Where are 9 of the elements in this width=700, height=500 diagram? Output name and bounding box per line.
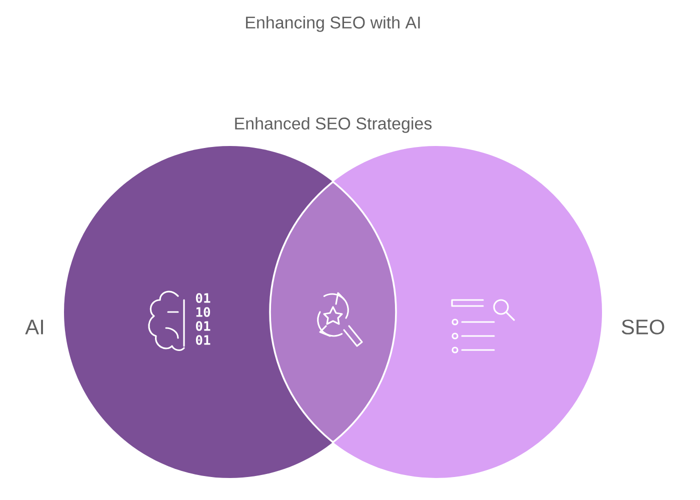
binary-digits: 01 [196, 293, 210, 303]
node-label: AI [25, 320, 43, 334]
title: Enhancing SEO with AI [246, 16, 420, 32]
node-label: SEO [622, 320, 664, 334]
binary-digits: 10 [196, 307, 210, 317]
node-label: Enhanced SEO Strategies [235, 117, 432, 133]
venn-overlap: Enhanced SEO Strategies [235, 117, 432, 479]
binary-digits: 01 [196, 335, 210, 345]
binary-digits: 01 [196, 321, 210, 331]
